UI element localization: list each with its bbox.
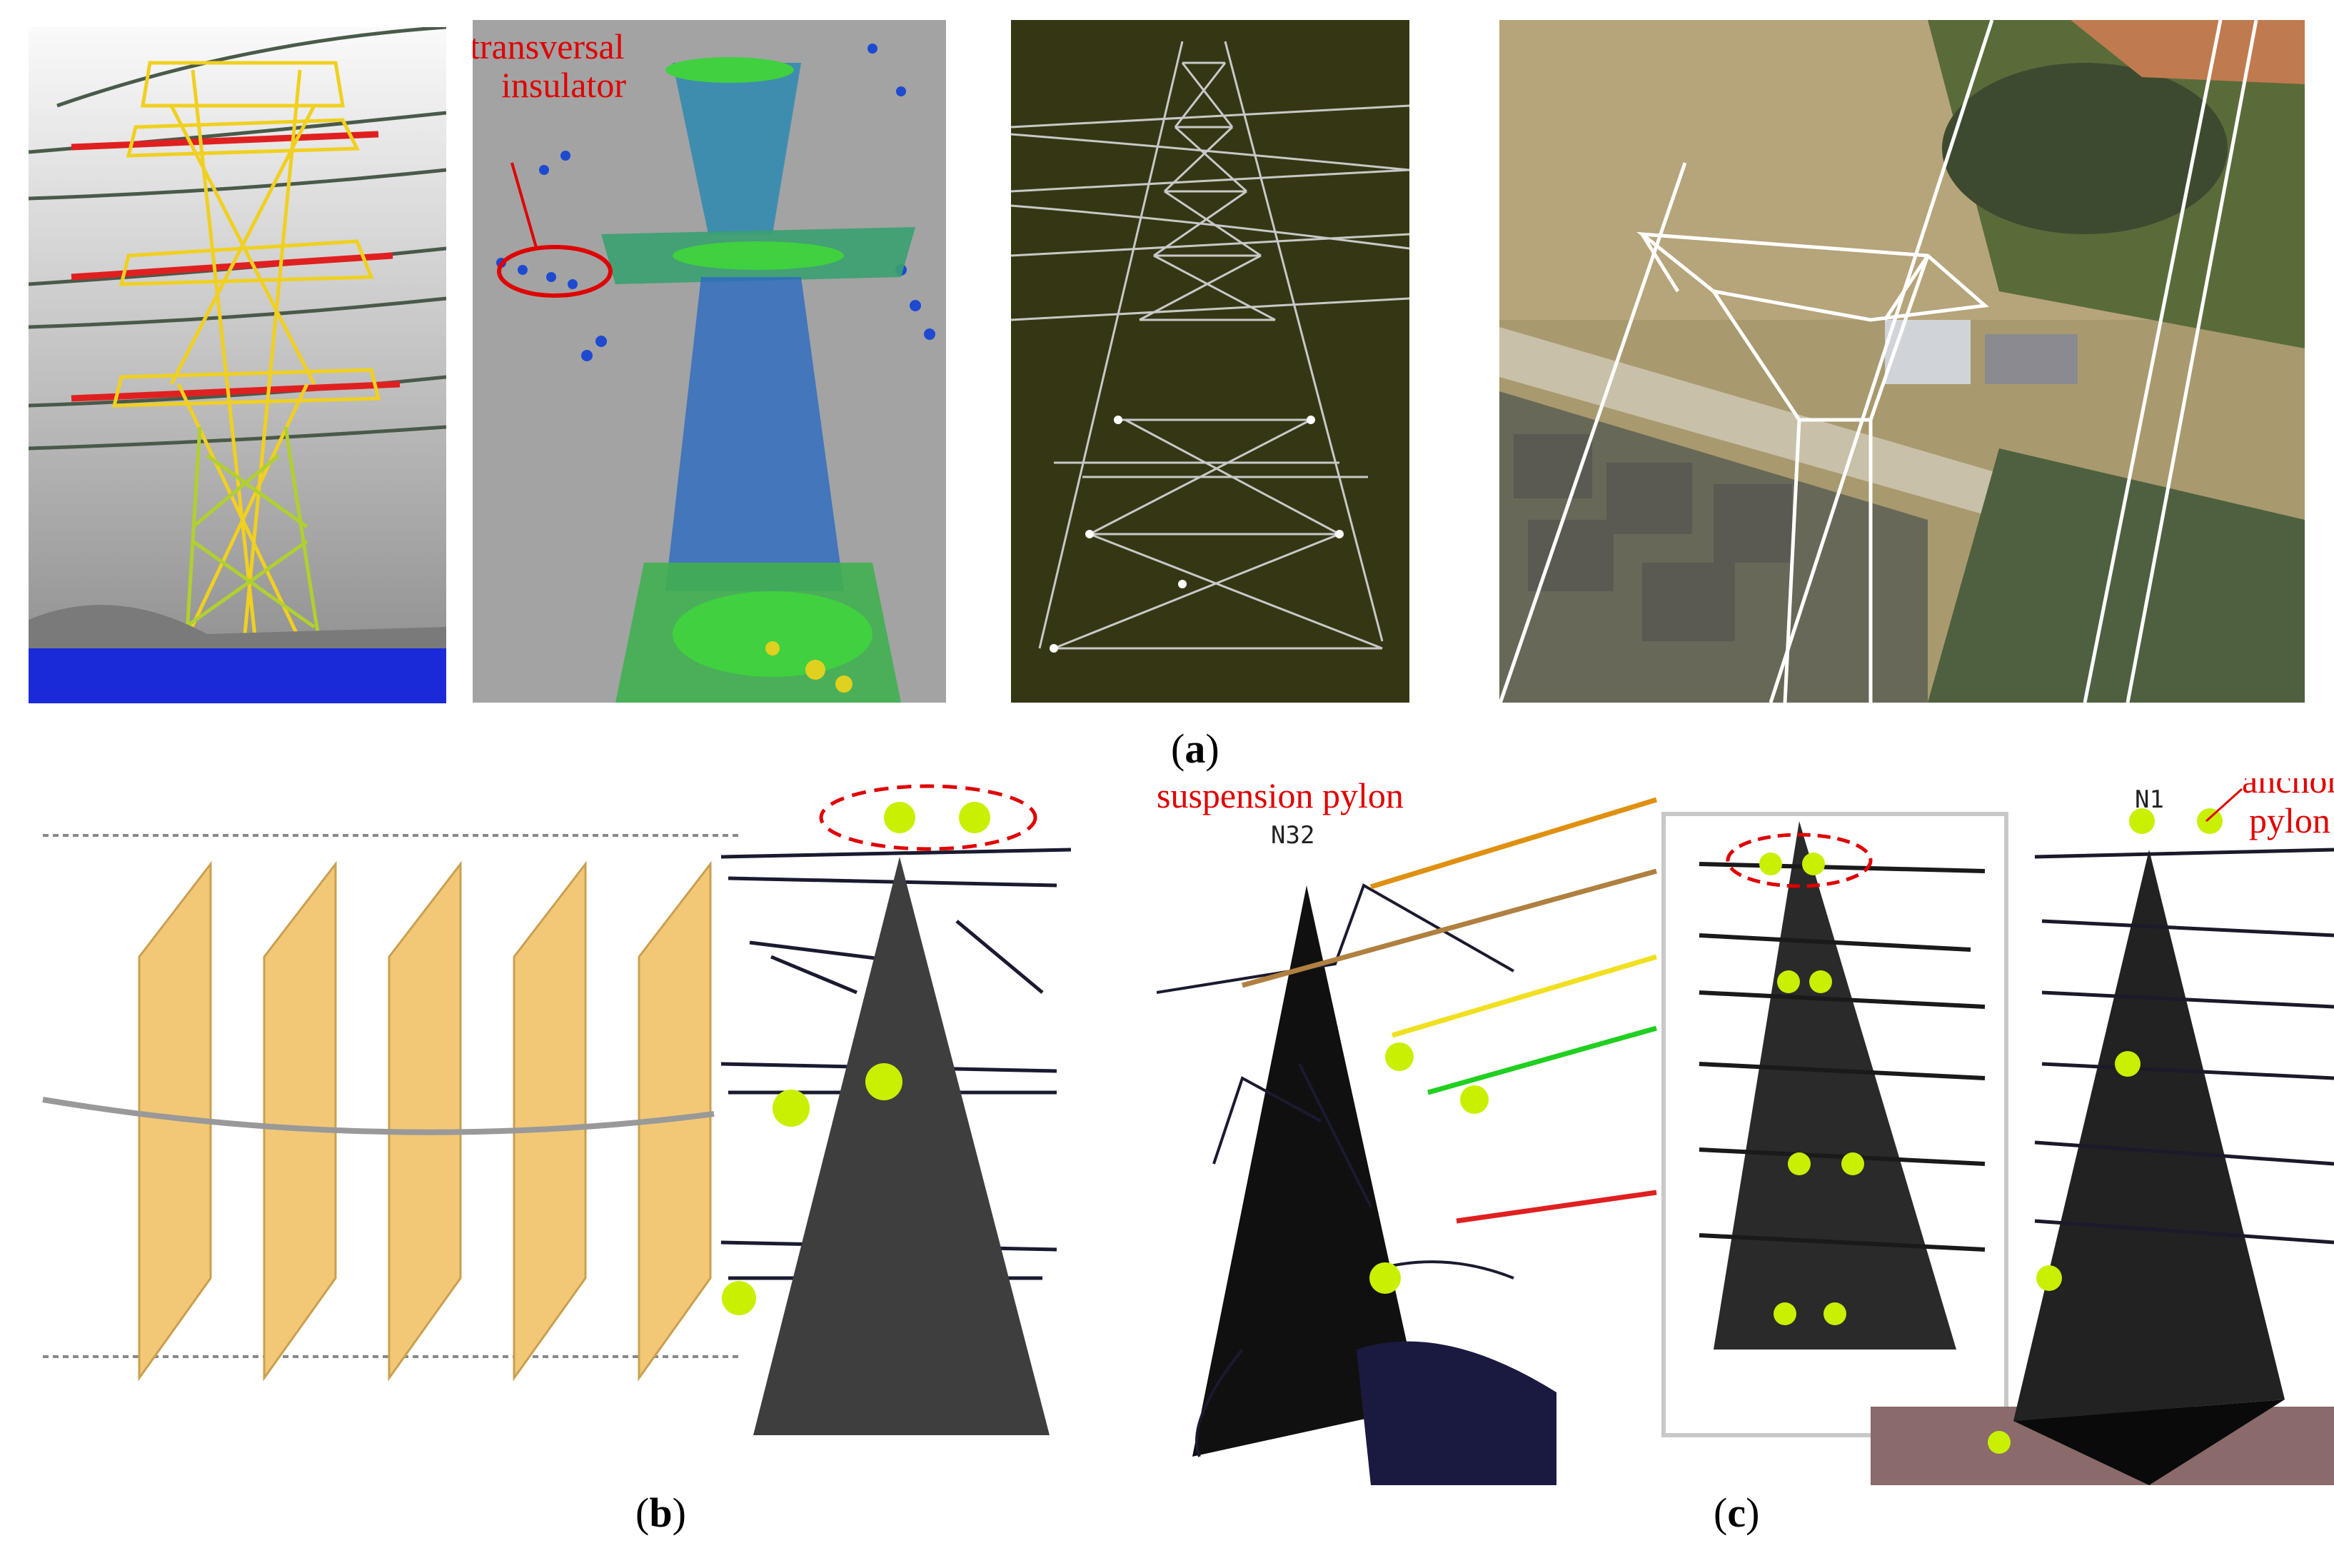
caption-a: (a) bbox=[1171, 725, 1219, 772]
annotation-line-2: insulator bbox=[501, 65, 626, 105]
panel-a4-aerial-photo bbox=[1499, 20, 2305, 703]
anchor-label-line-1: anchor bbox=[2242, 778, 2334, 800]
wireframe-tower-image bbox=[1011, 20, 1409, 703]
slice-plane-3 bbox=[388, 860, 462, 1382]
slice-plane-2 bbox=[263, 860, 337, 1382]
caption-b: (b) bbox=[635, 1489, 686, 1536]
annotation-line-1: transversal bbox=[473, 26, 625, 66]
slice-plane-4 bbox=[513, 860, 587, 1382]
transversal-insulator-label: transversal insulator bbox=[473, 27, 626, 104]
panel-a2-zoomed-pointcloud: transversal insulator bbox=[473, 20, 946, 703]
anchor-pylon-label: anchor pylon bbox=[2242, 778, 2334, 840]
pylon-types-diagram bbox=[1157, 788, 2334, 1485]
slicing-planes-diagram bbox=[42, 784, 1071, 1435]
panel-a1-pointcloud bbox=[29, 27, 446, 703]
aerial-photo-image bbox=[1499, 20, 2305, 703]
anchor-label-line-2: pylon bbox=[2249, 800, 2330, 840]
slice-plane-1 bbox=[138, 860, 212, 1382]
panel-c-pylon-types: suspension pylon N32 N1 anchor pylon bbox=[1157, 778, 2334, 1485]
panel-b-slicing-planes bbox=[29, 778, 1071, 1442]
tower-pointcloud-image bbox=[29, 27, 446, 703]
caption-c: (c) bbox=[1714, 1489, 1760, 1536]
zoomed-tower-image bbox=[473, 20, 946, 703]
panel-a3-wireframe-model bbox=[1011, 20, 1409, 703]
suspension-pylon-label: suspension pylon bbox=[1157, 778, 1404, 815]
n1-label: N1 bbox=[2135, 785, 2164, 814]
n32-label: N32 bbox=[1271, 821, 1315, 850]
